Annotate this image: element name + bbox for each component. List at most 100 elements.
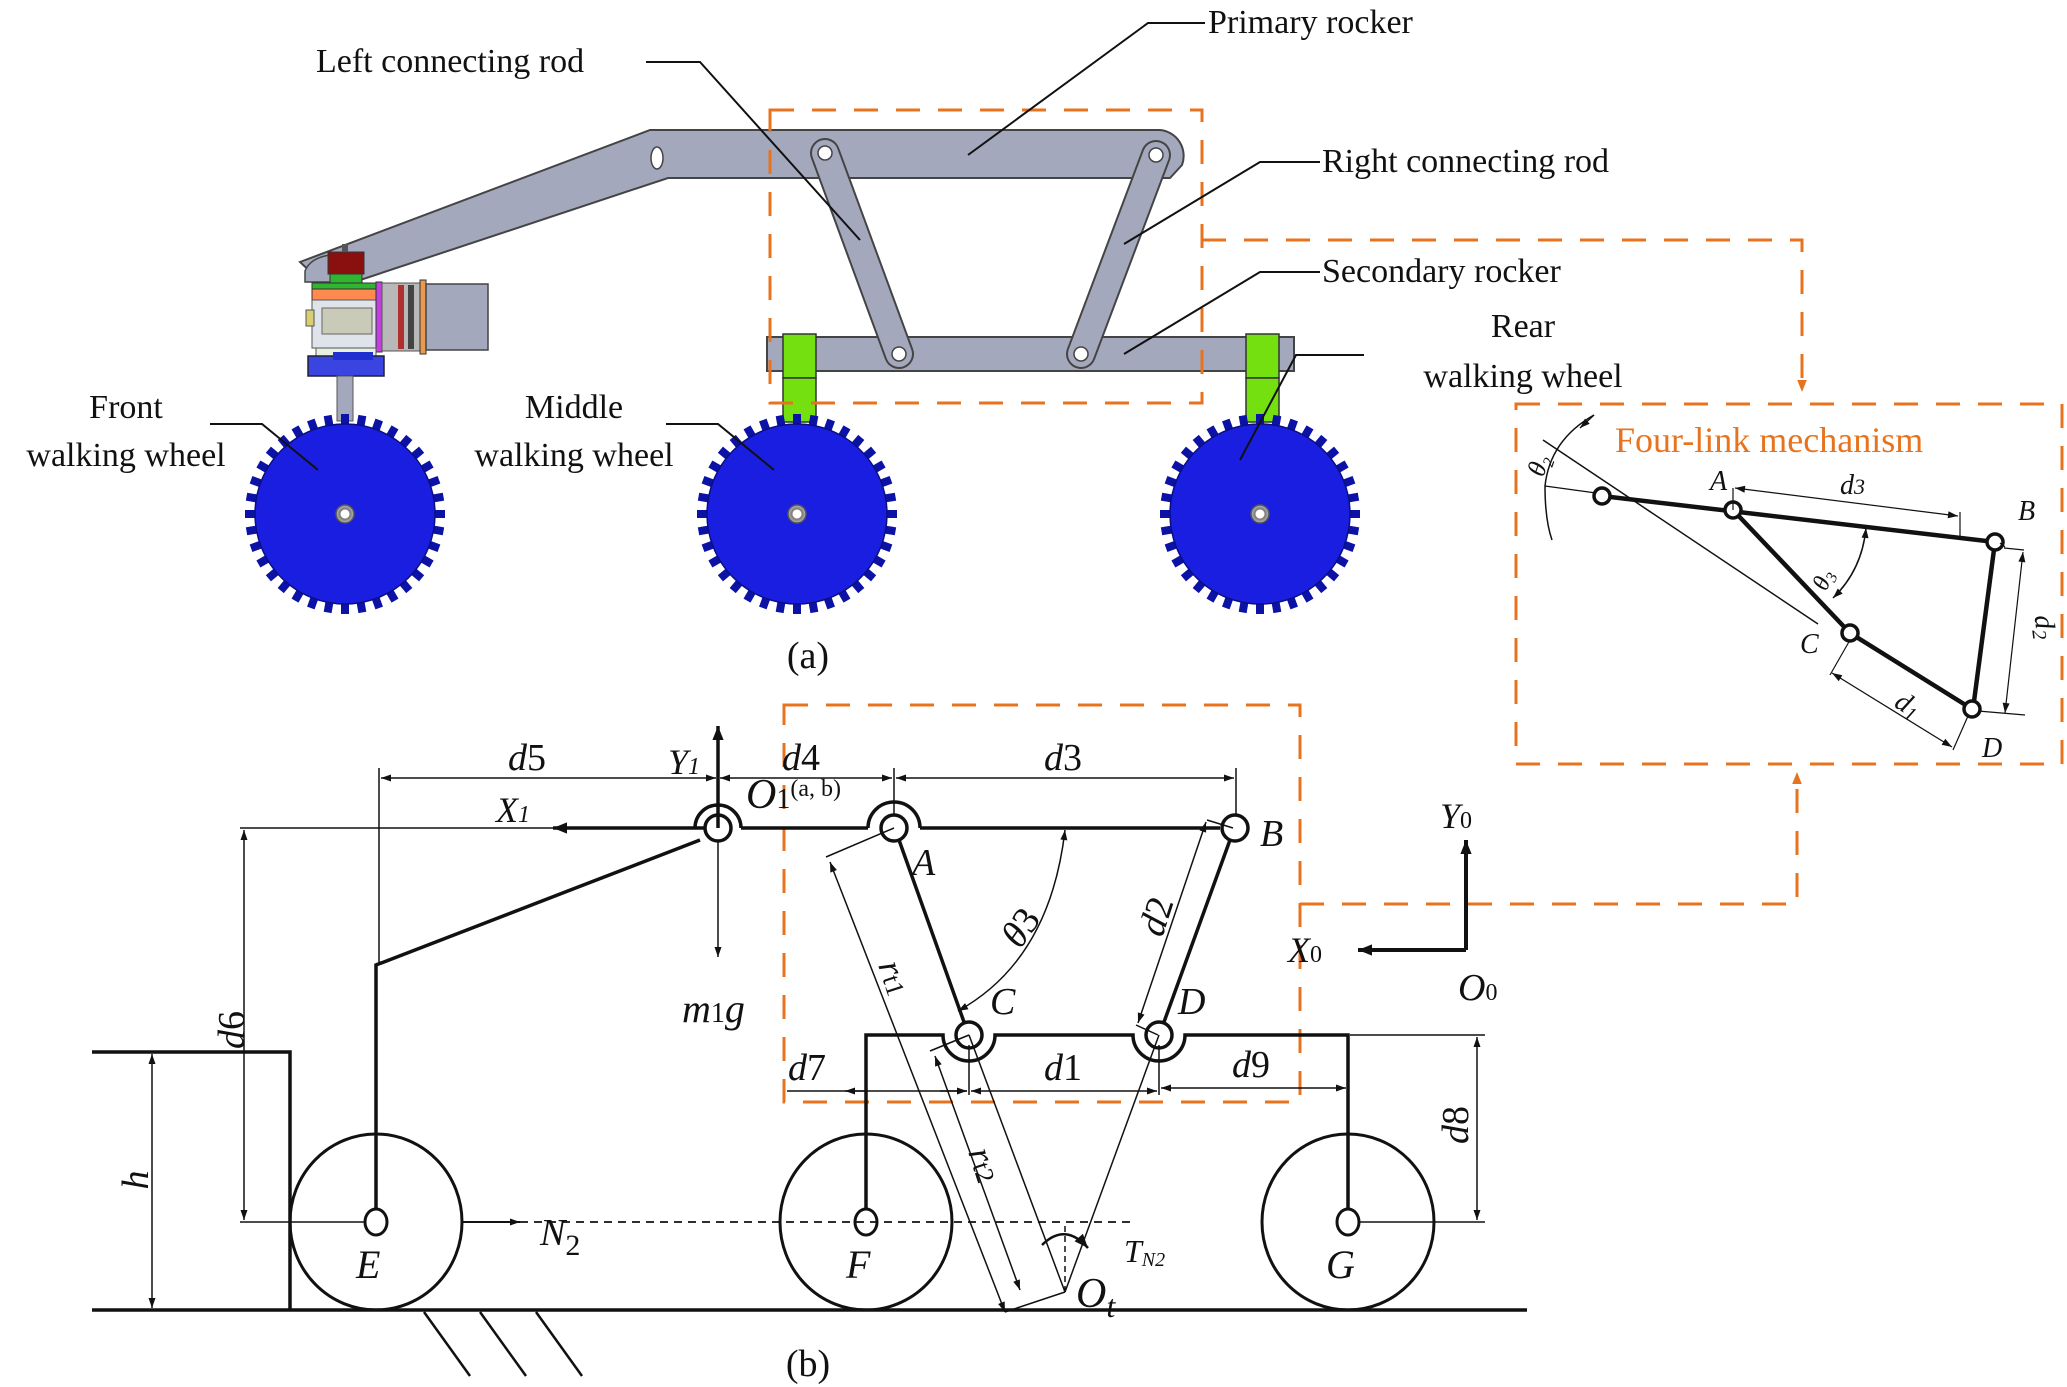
callout-leaders (210, 22, 1364, 471)
m1g-label: m1g (682, 986, 745, 1031)
hub-E (363, 1207, 389, 1237)
d5-label: d5 (508, 737, 546, 779)
primary-rocker (298, 129, 1185, 292)
rear-wheel-label-line1: Rear (1491, 308, 1556, 345)
wheel-hub (1250, 504, 1270, 524)
panel-b-schematic: Y1 X1 m1g O1(a, b) Y0 X0 O0 d5 d4 d3 d6 (92, 703, 1527, 1385)
inset-pivot-C (1840, 623, 1860, 643)
rear-wheel-label-line2: walking wheel (1423, 358, 1622, 395)
four-link-inset: Four-link mechanism θ2 d3 (1514, 402, 2064, 766)
right-connecting-rod-leader (1123, 161, 1320, 245)
inset-title: Four-link mechanism (1615, 420, 1923, 460)
front-wheel-label-line1: Front (89, 389, 163, 426)
point-G: G (1326, 1242, 1355, 1287)
secondary-rocker-label: Secondary rocker (1322, 253, 1562, 290)
mechanism-highlight-box-a (768, 108, 1204, 405)
inset-box (1514, 402, 2064, 766)
front-wheel-leader (210, 423, 319, 471)
wheel-tooth (793, 600, 801, 614)
inset-link-AB (1601, 493, 1996, 545)
rt2-label: rt2 (960, 1142, 1009, 1187)
front-wheel-label-line2: walking wheel (26, 437, 225, 474)
inset-d3-label: d3 (1840, 470, 1865, 501)
rear-wheel-leader (1239, 354, 1364, 461)
primary-rocker-label: Primary rocker (1208, 4, 1414, 41)
wheel-tooth (793, 414, 801, 428)
d9-label: d9 (1232, 1044, 1270, 1086)
hub-G (1335, 1207, 1361, 1237)
point-F: F (845, 1242, 871, 1287)
d3-label: d3 (1044, 737, 1082, 779)
panel-a-caption: (a) (787, 635, 829, 677)
point-A: A (909, 842, 936, 884)
dim-d2 (1137, 821, 1207, 1024)
wheel-tooth (1256, 600, 1264, 614)
h-label: h (115, 1171, 157, 1190)
rear-walking-wheel (1160, 414, 1360, 614)
inset-point-C: C (1800, 629, 1819, 660)
TN2-moment-arrow (1041, 1233, 1089, 1249)
inset-pivot-left (1592, 486, 1612, 506)
X0-label: X0 (1286, 930, 1322, 970)
d4-label: d4 (782, 737, 820, 779)
primary-rocker-slot (650, 146, 664, 170)
O0-label: O0 (1458, 967, 1497, 1009)
inset-theta2-label: θ2 (1521, 451, 1558, 481)
point-B: B (1260, 813, 1283, 855)
connector-bottom (1300, 772, 1802, 906)
point-C: C (990, 981, 1016, 1023)
Y0-label: Y0 (1440, 796, 1472, 836)
mechanism-highlight-box-b (782, 703, 1302, 1104)
middle-wheel-leader (666, 423, 775, 471)
inset-d2-label: d2 (2026, 613, 2062, 641)
rt1-label: rt1 (870, 955, 919, 1000)
Ot-to-C (968, 1034, 1066, 1293)
inset-link-BD (1970, 541, 1998, 710)
d6-label: d6 (211, 1011, 253, 1049)
primary-rocker-leader (967, 22, 1205, 156)
inset-point-D: D (1981, 733, 2002, 764)
inset-pivot-B (1985, 532, 2005, 552)
inset-pivot-D (1962, 699, 1982, 719)
inset-point-A: A (1708, 466, 1728, 497)
d2-label: d2 (1131, 892, 1183, 941)
right-connecting-rod (1066, 140, 1171, 369)
secondary-rocker (766, 336, 1295, 372)
Ot-to-D (1064, 1034, 1160, 1293)
wheel-hub (335, 504, 355, 524)
X1-label: X1 (494, 790, 530, 830)
rear-wheel-bracket (1245, 333, 1280, 423)
N2-label: N2 (539, 1212, 580, 1262)
middle-walking-wheel (697, 414, 897, 614)
middle-wheel-bracket (782, 333, 817, 423)
secondary-rocker-leader (1123, 271, 1320, 355)
panel-b-caption: (b) (786, 1343, 830, 1385)
middle-wheel-label-line1: Middle (525, 389, 623, 426)
inset-connectors (1202, 238, 1807, 906)
dim-rt2 (934, 1055, 1021, 1291)
lower-rocker (864, 1033, 1350, 1210)
d7-label: d7 (788, 1047, 826, 1089)
steering-motor-assembly (304, 244, 489, 422)
left-connecting-rod-label: Left connecting rod (316, 43, 584, 80)
inset-d1-label: d1 (1888, 686, 1926, 727)
d8-label: d8 (1435, 1106, 1477, 1144)
theta3-label: θ3 (993, 900, 1049, 955)
Y1-label: Y1 (668, 742, 700, 782)
main-rocker-arm (374, 838, 701, 1210)
wheel-tooth (341, 414, 349, 428)
ground-hatch (422, 1311, 584, 1377)
left-connecting-rod (810, 138, 914, 369)
middle-wheel-label-line2: walking wheel (474, 437, 673, 474)
panel-a-cad-model: Primary rocker Left connecting rod Right… (26, 4, 1622, 677)
point-E: E (355, 1242, 380, 1287)
wheel-hub (787, 504, 807, 524)
pivot-B (1220, 813, 1250, 843)
inset-point-B: B (2018, 496, 2035, 527)
wheel-tooth (341, 600, 349, 614)
point-D: D (1177, 981, 1205, 1023)
d1-label: d1 (1044, 1047, 1082, 1089)
right-connecting-rod-label: Right connecting rod (1322, 143, 1609, 180)
Ot-label: Ot (1076, 1271, 1116, 1324)
